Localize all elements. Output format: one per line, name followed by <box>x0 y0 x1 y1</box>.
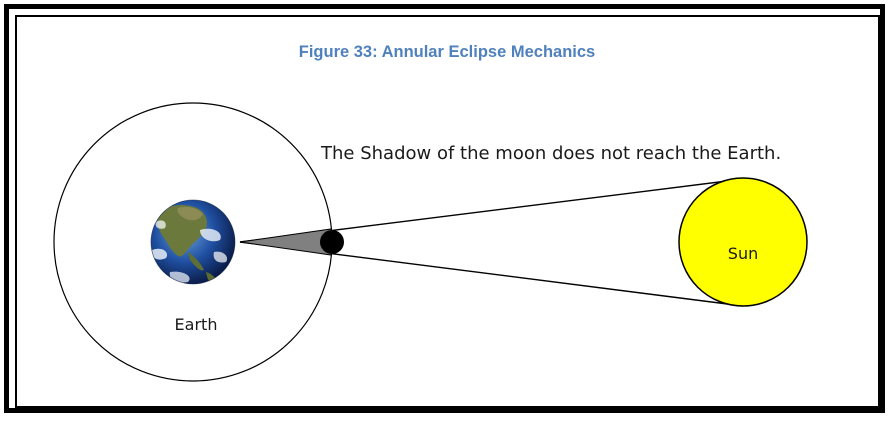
shadow-note-label: The Shadow of the moon does not reach th… <box>320 143 781 164</box>
figure-caption: Figure 33: Annular Eclipse Mechanics <box>299 43 595 61</box>
earth-globe-icon <box>150 199 236 285</box>
moon-shadow <box>239 228 332 256</box>
moon <box>320 230 344 254</box>
sun <box>678 177 808 307</box>
earth-label: Earth <box>175 315 218 334</box>
sun-label: Sun <box>728 244 758 263</box>
